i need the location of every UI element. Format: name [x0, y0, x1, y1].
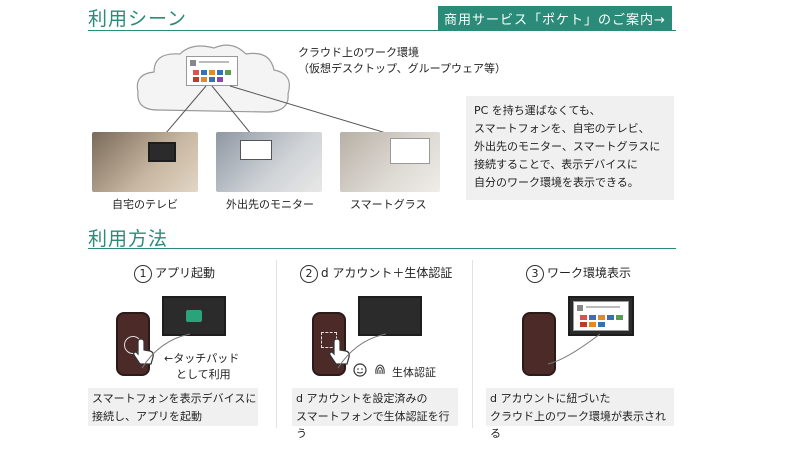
- step1-desc-line1: スマートフォンを表示デバイスに: [92, 392, 257, 405]
- step1-note-line2: として利用: [176, 368, 231, 381]
- scene-section-title: 利用シーン: [88, 8, 188, 30]
- scene-label-home: 自宅のテレビ: [112, 198, 178, 211]
- cloud-caption-line1: クラウド上のワーク環境: [298, 46, 419, 59]
- step3-phone: [522, 312, 556, 376]
- step3-workspace-screen: [573, 301, 629, 331]
- step3-desc-line1: d アカウントに紐づいた: [490, 392, 611, 405]
- description-line1: PC を持ち運ばなくても、: [474, 104, 601, 117]
- step3-desc-box: d アカウントに紐づいた クラウド上のワーク環境が表示される: [486, 388, 674, 440]
- outside-monitor-photo: [216, 132, 322, 192]
- description-line4: 接続することで、表示デバイスに: [474, 158, 638, 171]
- description-line3: 外出先のモニター、スマートグラスに: [474, 140, 661, 153]
- step2-desc-box: d アカウントを設定済みの スマートフォンで生体認証を行う: [292, 388, 458, 440]
- face-auth-icon: [353, 363, 367, 377]
- step1-desc-line2: 接続し、アプリを起動: [92, 410, 202, 423]
- method-section-rule: [88, 248, 676, 249]
- step1-note-line1: ←タッチパッド: [164, 352, 240, 365]
- smart-glasses-photo: [340, 132, 440, 192]
- method-section-title: 利用方法: [88, 228, 169, 250]
- step2-desc-line1: d アカウントを設定済みの: [296, 392, 428, 405]
- step2-cable: [337, 333, 387, 369]
- step-divider-2: [472, 260, 473, 428]
- description-box: PC を持ち運ばなくても、 スマートフォンを、自宅のテレビ、 外出先のモニター、…: [466, 96, 674, 200]
- app-launch-icon: [186, 310, 202, 322]
- step-divider-1: [276, 260, 277, 428]
- cloud-caption-line2: （仮想デスクトップ、グループウェア等）: [298, 62, 507, 75]
- step1-cable: [141, 333, 191, 369]
- scene-section-rule: [88, 30, 676, 31]
- step1-number: 1: [134, 265, 152, 283]
- home-tv-photo: [92, 132, 198, 192]
- step3-label: ワーク環境表示: [547, 266, 632, 280]
- home-tv-screen: [148, 142, 176, 162]
- hand-pointer-icon: [133, 338, 154, 365]
- step1-desc-box: スマートフォンを表示デバイスに 接続し、アプリを起動: [88, 388, 258, 426]
- workspace-tiles-icon: [577, 305, 623, 327]
- step2-hand-icon: [329, 338, 350, 365]
- step3-monitor: [568, 296, 634, 336]
- step1-label: アプリ起動: [155, 266, 216, 280]
- description-line2: スマートフォンを、自宅のテレビ、: [474, 122, 650, 135]
- step2-number: 2: [300, 265, 318, 283]
- app-tiles-icon: [190, 60, 231, 82]
- step3-cable: [547, 333, 601, 365]
- scene-label-glasses: スマートグラス: [350, 198, 427, 211]
- step3-number: 3: [526, 265, 544, 283]
- service-link-button[interactable]: 商用サービス「ポケト」のご案内→: [438, 6, 672, 31]
- step2-label: d アカウント＋生体認証: [321, 266, 453, 280]
- smart-glasses-screen: [390, 138, 430, 164]
- cloud-desktop-screen: [186, 56, 238, 86]
- step3-desc-line2: クラウド上のワーク環境が表示される: [490, 410, 666, 440]
- step1-monitor: [162, 296, 226, 336]
- scene-label-outside: 外出先のモニター: [226, 198, 314, 211]
- outside-monitor-screen: [240, 140, 272, 160]
- step2-monitor: [358, 296, 422, 336]
- fingerprint-icon: [375, 364, 385, 375]
- step2-note: 生体認証: [392, 366, 436, 379]
- step2-desc-line2: スマートフォンで生体認証を行う: [296, 410, 450, 440]
- description-line5: 自分のワーク環境を表示できる。: [474, 176, 639, 189]
